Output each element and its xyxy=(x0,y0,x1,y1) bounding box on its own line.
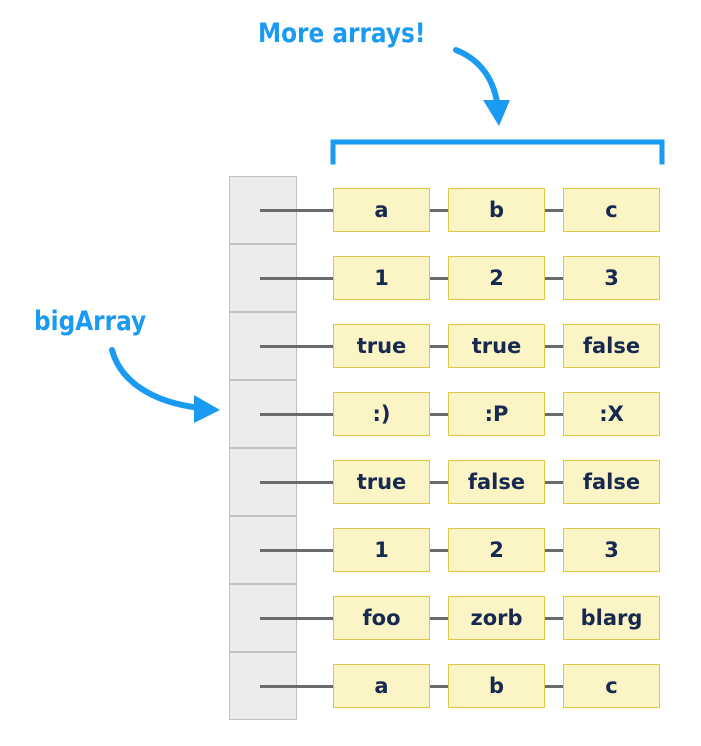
slot-connector xyxy=(260,276,333,280)
inner-array-cell: 3 xyxy=(563,528,660,572)
cell-connector xyxy=(545,344,563,348)
cell-connector xyxy=(430,616,448,620)
slot-connector xyxy=(260,548,333,552)
inner-array-cell: :P xyxy=(448,392,545,436)
cell-connector xyxy=(545,548,563,552)
inner-array-cell: a xyxy=(333,664,430,708)
curved-arrow-head xyxy=(194,395,220,423)
inner-array-cell: b xyxy=(448,664,545,708)
inner-array-cell: 3 xyxy=(563,256,660,300)
cell-connector xyxy=(430,344,448,348)
slot-connector xyxy=(260,616,333,620)
inner-array-cell: false xyxy=(563,324,660,368)
curved-arrow-icon xyxy=(109,347,203,411)
inner-array-cell: zorb xyxy=(448,596,545,640)
inner-array-cell: 2 xyxy=(448,528,545,572)
inner-array-cell: true xyxy=(448,324,545,368)
inner-array-cell: b xyxy=(448,188,545,232)
cell-connector xyxy=(430,276,448,280)
slot-connector xyxy=(260,412,333,416)
inner-array-cell: true xyxy=(333,460,430,504)
big-array-label: bigArray xyxy=(34,306,147,337)
cell-connector xyxy=(545,208,563,212)
cell-connector xyxy=(545,684,563,688)
cell-connector xyxy=(545,480,563,484)
inner-array-cell: :X xyxy=(563,392,660,436)
inner-array-cell: c xyxy=(563,664,660,708)
cell-connector xyxy=(430,208,448,212)
curved-arrow-icon xyxy=(453,47,500,105)
inner-array-cell: 1 xyxy=(333,256,430,300)
cell-connector xyxy=(430,548,448,552)
inner-array-cell: foo xyxy=(333,596,430,640)
slot-connector xyxy=(260,208,333,212)
inner-array-cell: blarg xyxy=(563,596,660,640)
cell-connector xyxy=(545,616,563,620)
cell-connector xyxy=(430,684,448,688)
inner-array-cell: a xyxy=(333,188,430,232)
slot-connector xyxy=(260,684,333,688)
inner-array-cell: :) xyxy=(333,392,430,436)
slot-connector xyxy=(260,344,333,348)
inner-array-cell: 1 xyxy=(333,528,430,572)
bracket-icon xyxy=(330,139,665,165)
inner-array-cell: false xyxy=(448,460,545,504)
inner-array-cell: true xyxy=(333,324,430,368)
cell-connector xyxy=(430,480,448,484)
cell-connector xyxy=(545,412,563,416)
cell-connector xyxy=(545,276,563,280)
inner-array-cell: false xyxy=(563,460,660,504)
slot-connector xyxy=(260,480,333,484)
cell-connector xyxy=(430,412,448,416)
inner-array-cell: 2 xyxy=(448,256,545,300)
inner-array-cell: c xyxy=(563,188,660,232)
curved-arrow-head xyxy=(483,100,510,126)
more-arrays-label: More arrays! xyxy=(258,18,426,49)
